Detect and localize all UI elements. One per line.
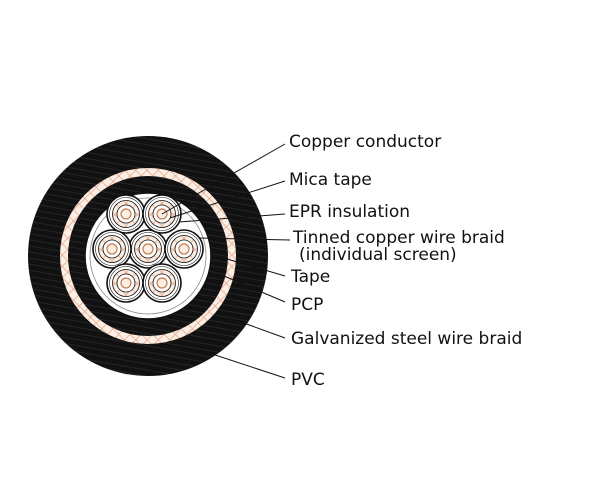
label-galvanized-braid: Galvanized steel wire braid [291, 329, 523, 349]
core-bottom-left [106, 263, 146, 303]
label-tinned-braid-line2: (individual screen) [299, 245, 457, 265]
core-top-left [106, 194, 146, 234]
core-left [92, 229, 132, 269]
leader-pvc [199, 349, 286, 379]
leader-tinned-braid [199, 237, 291, 241]
leader-mica-tape [169, 180, 286, 219]
leader-tape [209, 253, 286, 277]
label-tinned-braid-line1: Tinned copper wire braid [293, 228, 505, 248]
core-bottom-right [142, 263, 182, 303]
label-pcp: PCP [291, 295, 324, 315]
leader-copper-conductor [161, 143, 286, 215]
leader-epr-insulation [178, 213, 286, 223]
label-epr-insulation: EPR insulation [289, 202, 411, 222]
label-mica-tape: Mica tape [289, 170, 372, 190]
leader-galvanized-braid [229, 317, 286, 339]
label-tape: Tape [291, 267, 331, 287]
label-copper-conductor: Copper conductor [289, 132, 442, 152]
core-right [164, 229, 204, 269]
core-center [128, 229, 168, 269]
label-pvc: PVC [291, 370, 325, 390]
leader-pcp [223, 275, 286, 303]
